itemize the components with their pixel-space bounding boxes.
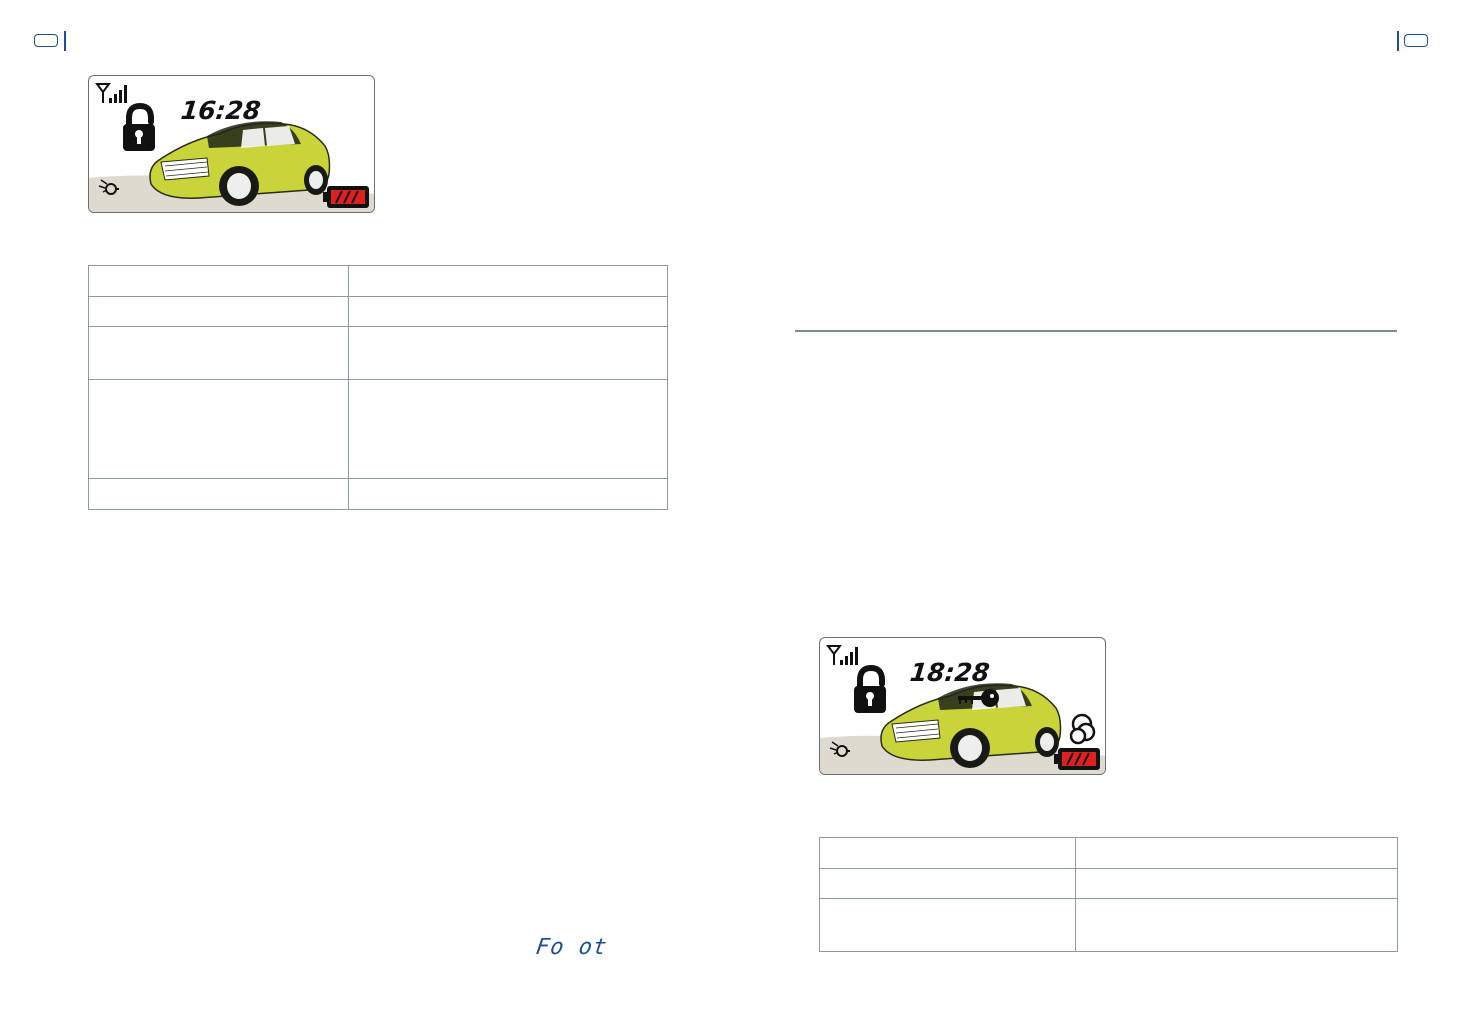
- table-cell: [348, 478, 668, 510]
- table-row: [88, 265, 668, 297]
- table-cell: [1075, 837, 1398, 869]
- padlock-locked-icon: [854, 664, 886, 713]
- car-icon: [880, 683, 1062, 768]
- table-cell: [348, 379, 668, 479]
- table-cell: [348, 296, 668, 327]
- table-row: [88, 379, 668, 479]
- lcd-display-right: 18:28: [819, 637, 1106, 775]
- table-cell: [1075, 898, 1398, 952]
- table-row: [819, 898, 1398, 952]
- table-cell: [88, 296, 349, 327]
- section-divider: [795, 330, 1397, 332]
- table-cell: [348, 265, 668, 297]
- clock-time: 16:28: [179, 96, 263, 125]
- signal-strength-icon: [95, 83, 127, 103]
- table-cell: [88, 326, 349, 380]
- table-cell: [1075, 868, 1398, 899]
- battery-icon: [323, 186, 369, 208]
- page-marker-bar-left: [64, 31, 66, 51]
- table-cell: [348, 326, 668, 380]
- table-row: [819, 837, 1398, 869]
- table-cell: [819, 868, 1076, 899]
- exhaust-smoke-icon: [1069, 713, 1096, 745]
- battery-icon: [1054, 748, 1100, 770]
- table-cell: [819, 837, 1076, 869]
- info-table-right: [819, 837, 1398, 952]
- table-row: [88, 296, 668, 327]
- table-row: [88, 478, 668, 510]
- table-row: [88, 326, 668, 380]
- signal-strength-icon: [826, 645, 858, 665]
- table-row: [819, 868, 1398, 899]
- page-number-box-left: [34, 34, 58, 47]
- lcd-segment-text: Fo ot: [534, 935, 609, 960]
- page-number-box-right: [1404, 34, 1428, 47]
- lcd-display-left: 16:28: [88, 75, 375, 213]
- sound-icon: [98, 179, 119, 195]
- car-icon: [149, 121, 331, 206]
- table-cell: [88, 478, 349, 510]
- table-cell: [88, 265, 349, 297]
- clock-time: 18:28: [908, 658, 992, 687]
- info-table-left: [88, 265, 668, 510]
- page-marker-bar-right: [1397, 31, 1399, 51]
- key-icon: [958, 689, 999, 707]
- sound-icon: [829, 741, 850, 757]
- table-cell: [88, 379, 349, 479]
- table-cell: [819, 898, 1076, 952]
- padlock-locked-icon: [123, 102, 155, 151]
